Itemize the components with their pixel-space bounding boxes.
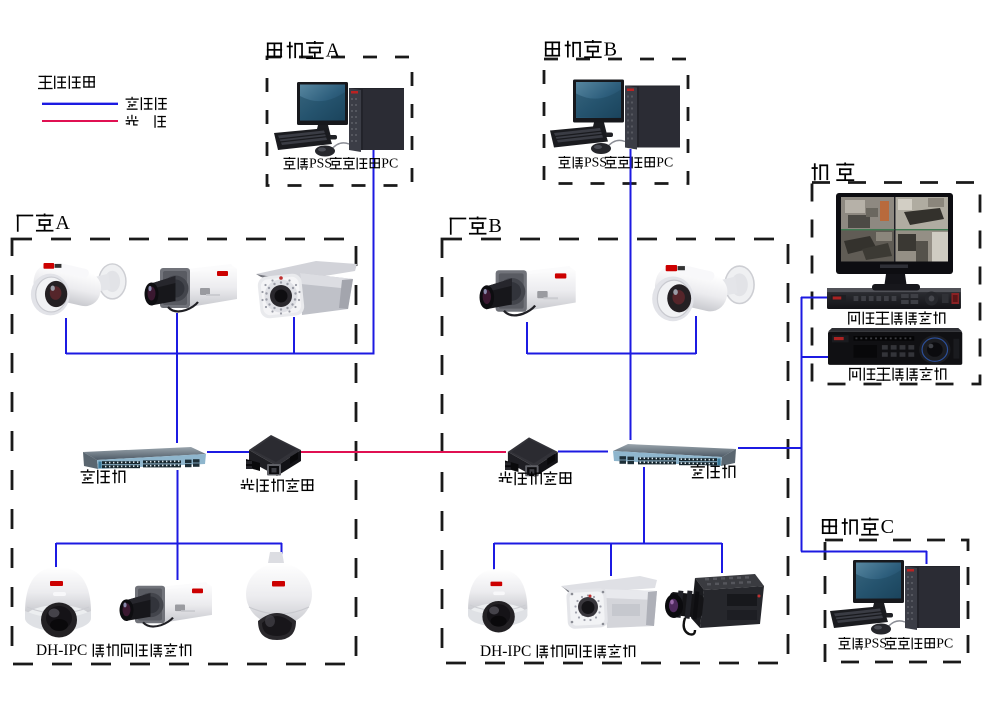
svg-text:PSS: PSS bbox=[864, 636, 887, 651]
svg-text:PSS: PSS bbox=[309, 156, 332, 171]
svg-text:PSS: PSS bbox=[584, 155, 607, 170]
svg-text:A: A bbox=[55, 212, 70, 234]
svg-text:C: C bbox=[881, 516, 894, 538]
svg-text:DH-IPC: DH-IPC bbox=[480, 643, 535, 660]
svg-text:DH-IPC: DH-IPC bbox=[36, 642, 91, 659]
svg-text:A: A bbox=[326, 40, 341, 62]
svg-text:PC: PC bbox=[381, 156, 398, 171]
svg-text:B: B bbox=[604, 39, 617, 61]
svg-text:PC: PC bbox=[936, 636, 953, 651]
svg-text:PC: PC bbox=[656, 155, 673, 170]
svg-text:B: B bbox=[488, 215, 501, 237]
